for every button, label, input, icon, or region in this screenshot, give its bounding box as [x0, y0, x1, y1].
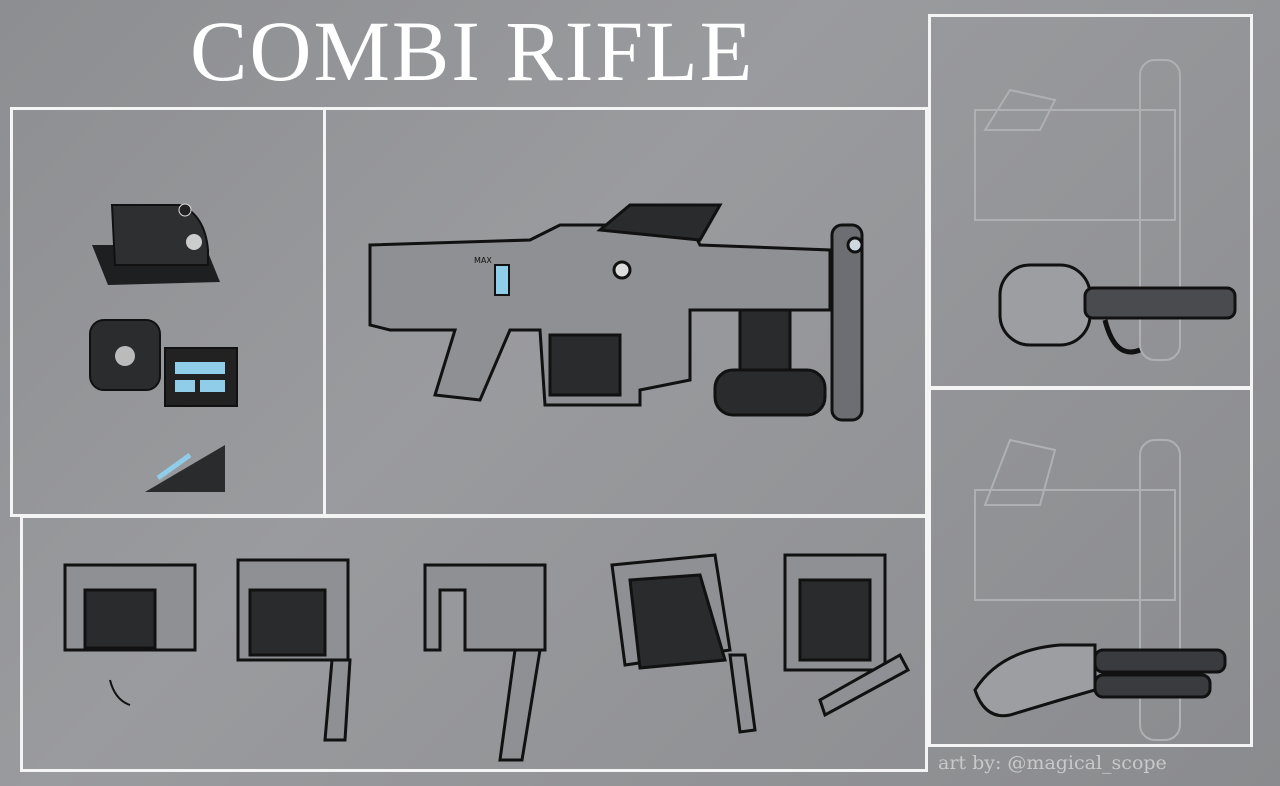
stock-fold-sequence: [63, 553, 911, 762]
scope-sight: [92, 203, 220, 285]
page-title: COMBI RIFLE: [190, 3, 755, 99]
panel-stock-folding-sequence: [20, 515, 928, 772]
flashlight-attachment: [89, 319, 238, 407]
artist-credit: art by: @magical_scope: [938, 752, 1167, 774]
fold-step-5: [783, 553, 911, 718]
fold-step-2: [236, 558, 352, 742]
panel-shotgun: [928, 387, 1253, 747]
fold-step-4: [610, 553, 757, 734]
angled-sight: [145, 445, 225, 492]
combi-rifle-drawing: [368, 203, 864, 422]
shotgun-sketch: [973, 438, 1227, 741]
gun-marking: MAX: [474, 256, 492, 265]
grenade-launcher-sketch: [974, 59, 1237, 361]
fold-step-1: [63, 563, 197, 706]
fold-step-3: [423, 563, 547, 762]
